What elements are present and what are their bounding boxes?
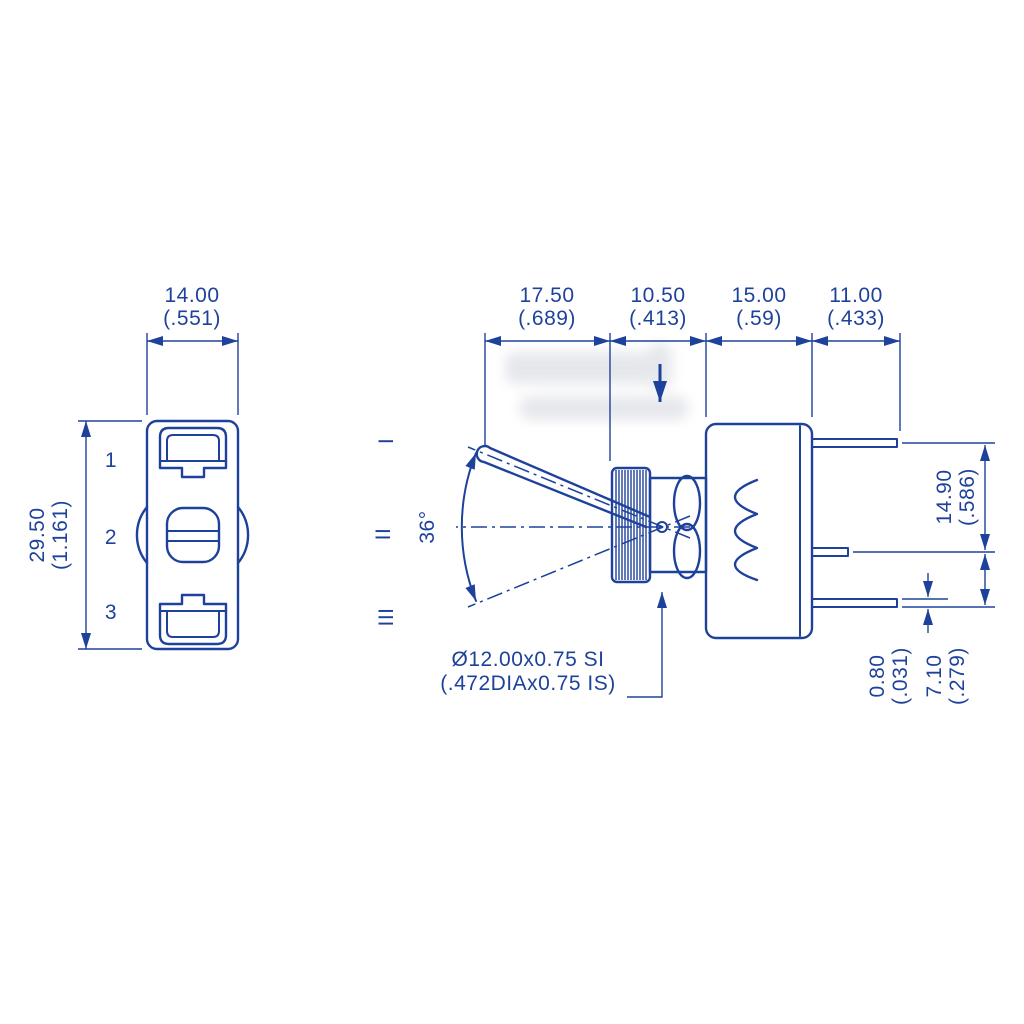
terminal-span-in: (.586)	[956, 468, 979, 526]
terminal-3-detail	[159, 610, 227, 638]
dim-10-50-in: (.413)	[629, 307, 687, 330]
dim-17-50-in: (.689)	[518, 307, 576, 330]
travel-angle-label: 36°	[416, 510, 439, 543]
terminal-label-2: 2	[105, 526, 117, 549]
terminal-span-mm: 14.90	[933, 469, 956, 524]
terminal-label-3: 3	[105, 601, 117, 624]
position-label-2: II	[372, 528, 395, 541]
position-label-3: III	[375, 607, 398, 626]
terminal-blades-side	[811, 438, 898, 608]
blade-offset-mm: 7.10	[923, 655, 946, 698]
thread-note-mm: Ø12.00x0.75 SI	[452, 648, 605, 671]
toggle-lever	[475, 444, 652, 529]
terminal-3-blade	[158, 593, 228, 646]
rear-body-outline	[145, 419, 240, 651]
top-extension-lines	[484, 333, 901, 461]
rear-view	[78, 333, 250, 651]
right-extension-lines	[853, 442, 995, 608]
terminal-2-slot	[166, 530, 220, 542]
knurled-nut	[610, 466, 652, 584]
rear-width-mm: 14.00	[164, 284, 219, 307]
blade-offset-in: (.279)	[946, 647, 969, 705]
rear-width-in: (.551)	[163, 307, 221, 330]
rear-width-extension-lines	[146, 333, 239, 415]
ghost-blob	[505, 352, 655, 384]
terminal-1-detail	[159, 434, 227, 462]
thread-note-leader	[627, 592, 667, 698]
ghost-blob	[520, 396, 688, 420]
scan-ghost-artifact	[505, 344, 688, 420]
labels: 14.00 (.551) 29.50 (1.161) 1 2 3 17.50 (…	[26, 284, 979, 705]
blade-thickness-mm: 0.80	[866, 655, 889, 698]
terminal-label-1: 1	[105, 449, 117, 472]
terminal-2-screw	[165, 506, 221, 564]
wave-washer	[734, 478, 759, 582]
switch-body-outline	[704, 422, 814, 640]
linework	[78, 333, 995, 698]
dim-11-00-mm: 11.00	[829, 284, 883, 307]
blade-thickness-in: (.031)	[889, 647, 912, 705]
dim-10-50-mm: 10.50	[630, 284, 685, 307]
side-view	[456, 333, 995, 698]
thread-note-in: (.472DIAx0.75 IS)	[440, 672, 615, 695]
terminal-1-blade	[158, 426, 228, 479]
rear-side-bosses	[135, 505, 250, 565]
dim-15-00-mm: 15.00	[731, 284, 786, 307]
dim-17-50-mm: 17.50	[519, 284, 574, 307]
lever-position-centerlines	[456, 446, 691, 608]
seal-washer-upper	[672, 474, 702, 532]
dim-11-00-in: (.433)	[827, 307, 885, 330]
rear-height-mm: 29.50	[26, 507, 49, 562]
seal-washer-lower	[672, 522, 702, 580]
rear-height-in: (1.161)	[49, 500, 72, 570]
dim-15-00-in: (.59)	[736, 307, 782, 330]
position-label-1: I	[375, 438, 398, 444]
travel-arc	[460, 452, 477, 602]
